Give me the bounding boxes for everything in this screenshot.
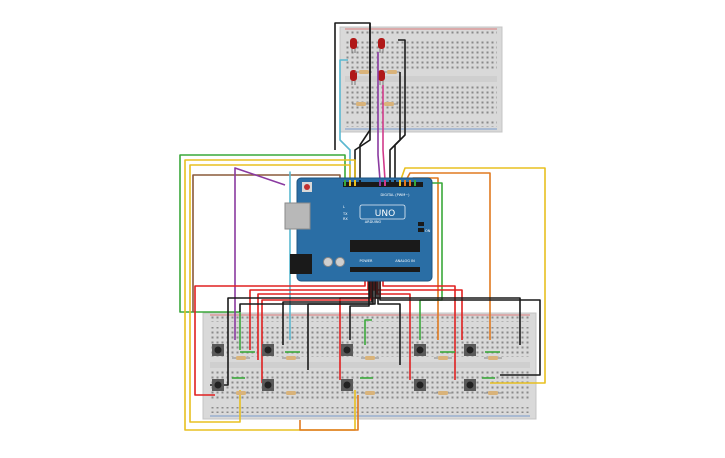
resistor-bottom-1[interactable]: [232, 356, 250, 360]
wire-purple-left: [234, 167, 286, 340]
wire-purple-top: [377, 52, 381, 181]
wire-yellow-left-1: [184, 159, 356, 431]
wire-orange-bottom: [299, 395, 359, 431]
resistor-bottom-5[interactable]: [484, 356, 502, 360]
resistor-top-2[interactable]: [384, 70, 400, 74]
led-4[interactable]: [378, 70, 385, 85]
arduino-uno-board[interactable]: UNO ARDUINO DIGITAL (PWM~) ANALOG IN POW…: [284, 177, 433, 282]
resistor-bottom-10[interactable]: [484, 391, 502, 395]
atmega-chip: [350, 240, 420, 252]
capacitor-1: [323, 257, 333, 267]
push-button-8[interactable]: [341, 379, 353, 391]
resistor-top-1[interactable]: [355, 70, 372, 74]
wire-red-1: [194, 280, 366, 396]
power-jack: [290, 254, 312, 274]
led-1[interactable]: [350, 38, 357, 53]
wire-black-6: [375, 280, 521, 345]
push-button-10[interactable]: [464, 379, 476, 391]
push-button-5[interactable]: [464, 344, 476, 356]
push-button-6[interactable]: [212, 379, 224, 391]
top-breadboard[interactable]: [339, 26, 503, 133]
led-3[interactable]: [350, 70, 357, 85]
wire-red-8: [261, 280, 372, 383]
bottom-breadboard[interactable]: [202, 312, 537, 420]
wire-yellow-right: [399, 167, 546, 384]
wire-green-left: [179, 154, 346, 350]
tx-label: TX: [342, 212, 348, 216]
wire-magenta-top: [382, 85, 386, 181]
wire-red-4: [373, 280, 463, 340]
header-pin-stubs: [344, 180, 416, 186]
resistor-bottom-7[interactable]: [282, 391, 300, 395]
on-label: ON: [425, 229, 431, 233]
wire-black-5: [379, 280, 541, 376]
wire-red-7: [382, 280, 456, 380]
push-button-3[interactable]: [341, 344, 353, 356]
wire-green-jumper-3: [364, 319, 372, 345]
resistor-top-3[interactable]: [352, 102, 370, 106]
push-button-4[interactable]: [414, 344, 426, 356]
wire-yellow-left-2: [189, 164, 351, 423]
power-analog-header: [350, 267, 420, 272]
resistor-bottom-2[interactable]: [282, 356, 300, 360]
resistor-bottom-9[interactable]: [434, 391, 452, 395]
l-label: L: [343, 205, 345, 209]
wire-red-2: [249, 280, 369, 350]
digital-label: DIGITAL (PWM~): [380, 193, 410, 197]
wire-black-top-3: [394, 39, 406, 180]
wire-black-2: [282, 280, 373, 345]
usb-connector: [284, 202, 311, 230]
resistor-bottom-4[interactable]: [434, 356, 452, 360]
wire-black-4: [377, 280, 401, 365]
wire-black-8: [349, 280, 370, 340]
resistor-bottom-3[interactable]: [361, 356, 379, 360]
resistor-bottom-8[interactable]: [361, 391, 379, 395]
rx-label: RX: [343, 217, 348, 221]
digital-header: [343, 182, 423, 187]
push-button-7[interactable]: [262, 379, 274, 391]
wire-red-5: [376, 280, 411, 380]
led-2[interactable]: [378, 38, 385, 53]
board-brand: ARDUINO: [365, 220, 382, 224]
capacitor-2: [335, 257, 345, 267]
wire-black-7: [239, 280, 374, 312]
board-logo: UNO: [375, 209, 395, 219]
power-label: POWER: [360, 259, 374, 263]
wire-black-top-4: [389, 72, 401, 180]
push-button-2[interactable]: [262, 344, 274, 356]
resistor-bottom-6[interactable]: [232, 391, 250, 395]
push-button-1[interactable]: [212, 344, 224, 356]
analog-label: ANALOG IN: [395, 259, 415, 263]
push-button-9[interactable]: [414, 379, 426, 391]
